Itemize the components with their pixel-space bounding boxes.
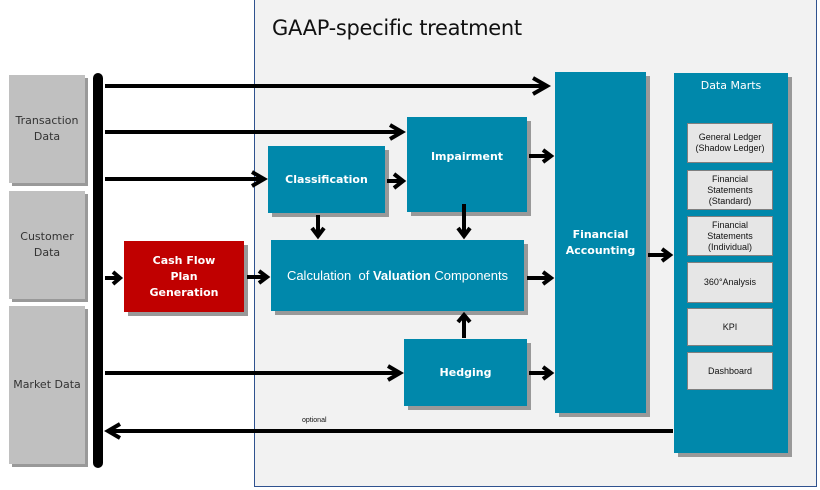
cash-flow-plan-generation-box: Cash Flow Plan Generation [124,241,244,312]
optional-label: optional [302,417,327,424]
gaap-region-title: GAAP-specific treatment [272,16,522,40]
data-mart-label: 360°Analysis [703,277,757,287]
data-marts-panel: Data Marts General Ledger (Shadow Ledger… [674,73,788,453]
classification-box: Classification [268,146,385,213]
source-transaction-data: Transaction Data [9,75,85,183]
source-customer-data: Customer Data [9,191,85,299]
data-mart-dashboard: Dashboard [687,352,773,390]
valuation-suffix: Components [430,267,509,283]
data-mart-label: Financial Statements (Standard) [707,173,753,206]
hedging-box: Hedging [404,339,527,406]
impairment-box: Impairment [407,117,527,212]
source-label: Customer Data [20,230,74,259]
arrow-bus-to-cash-flow [105,270,124,286]
valuation-bold: Valuation [372,267,431,283]
source-market-data: Market Data [9,306,85,464]
data-mart-general-ledger: General Ledger (Shadow Ledger) [687,123,773,163]
cash-flow-label: Cash Flow Plan Generation [149,253,219,299]
data-mart-financial-statements-standard: Financial Statements (Standard) [687,170,773,210]
source-label: Market Data [13,378,81,391]
data-mart-label: Financial Statements (Individual) [707,219,753,252]
data-mart-financial-statements-individual: Financial Statements (Individual) [687,216,773,256]
valuation-components-box: Calculation of Valuation Components [271,240,524,311]
financial-accounting-label: Financial Accounting [565,227,636,257]
valuation-prefix: Calculation of [286,267,373,283]
source-label: Transaction Data [15,114,79,143]
data-mart-label: General Ledger (Shadow Ledger) [695,132,765,153]
valuation-label: Calculation of Valuation Components [287,268,508,284]
impairment-label: Impairment [430,150,504,163]
data-marts-title: Data Marts [700,79,762,92]
classification-label: Classification [285,172,368,186]
data-mart-kpi: KPI [687,308,773,346]
financial-accounting-box: Financial Accounting [555,72,646,413]
data-mart-label: KPI [722,321,738,332]
data-bus [93,73,103,468]
data-mart-360-analysis: 360°Analysis [687,262,773,303]
hedging-label: Hedging [439,365,492,379]
data-mart-label: Dashboard [707,365,753,376]
arrow-bus-to-classification [105,170,268,188]
